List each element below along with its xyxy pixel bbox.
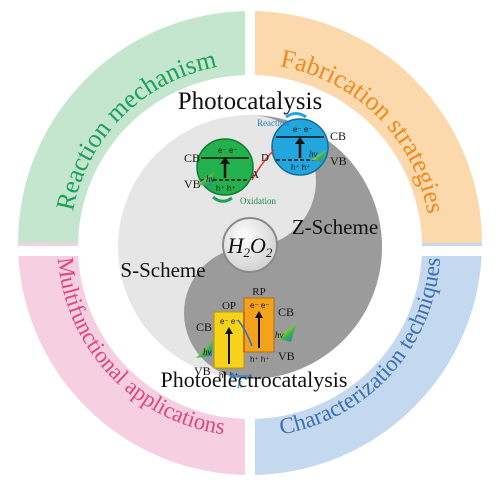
z-scheme-illustration: e⁻ e⁻ h⁺ h⁺ e⁻ e⁻ h⁺ h⁺ CB VB CB VB hv h… bbox=[184, 112, 347, 206]
s-op-label: OP bbox=[222, 300, 236, 312]
z-right-arrowhead bbox=[295, 137, 305, 144]
z-a-label: A bbox=[251, 169, 259, 181]
z-oxidation-label: Oxidation bbox=[240, 196, 276, 206]
s-left-hv: hv bbox=[203, 347, 212, 357]
s-e-field-arrowhead bbox=[229, 373, 234, 379]
title-photocatalysis: Photocatalysis bbox=[178, 88, 322, 115]
s-recombination-arrow bbox=[237, 319, 253, 347]
z-left-arrowhead bbox=[220, 157, 230, 164]
label-s-scheme: S-Scheme bbox=[120, 258, 205, 282]
z-right-hv: hv bbox=[309, 149, 318, 159]
s-left-vb-label: VB bbox=[194, 364, 211, 378]
s-left-electrons: e⁻ e⁻ bbox=[220, 317, 240, 326]
z-right-cb-label: CB bbox=[330, 129, 346, 143]
s-right-vb-label: VB bbox=[278, 349, 295, 363]
z-oxidation-arrow bbox=[212, 195, 233, 203]
z-d-label: D bbox=[261, 152, 269, 164]
s-right-electrons: e⁻ e⁻ bbox=[250, 301, 270, 310]
s-right-cb-label: CB bbox=[278, 305, 294, 319]
label-z-scheme: Z-Scheme bbox=[292, 215, 378, 239]
s-interface-lines bbox=[243, 312, 245, 352]
s-rp-label: RP bbox=[252, 286, 265, 298]
z-left-holes: h⁺ h⁺ bbox=[216, 184, 236, 193]
center-h2o2-label: H2O2 bbox=[227, 233, 273, 260]
s-right-arrowhead bbox=[255, 311, 263, 318]
z-left-electrons: e⁻ e⁻ bbox=[218, 146, 238, 155]
s-right-hv: hv bbox=[275, 330, 284, 340]
z-right-electrons: e⁻ e⁻ bbox=[293, 125, 313, 134]
s-left-light-icon bbox=[196, 340, 213, 358]
title-photoelectrocatalysis: Photoelectrocatalysis bbox=[161, 367, 348, 392]
s-left-holes: h⁺ h⁺ bbox=[219, 371, 239, 380]
z-right-light-icon bbox=[311, 150, 326, 162]
z-left-vb-label: VB bbox=[184, 177, 201, 191]
s-right-holes: h⁺ h⁺ bbox=[250, 355, 270, 364]
z-left-hv: hv bbox=[206, 174, 215, 184]
z-right-holes: h⁺ h⁺ bbox=[291, 163, 311, 172]
z-mediator-arrow bbox=[251, 149, 275, 181]
s-left-cb-label: CB bbox=[196, 320, 212, 334]
z-left-light-icon bbox=[197, 172, 214, 186]
s-e-field-label: E bbox=[236, 380, 243, 390]
z-reaction-label: Reaction bbox=[257, 118, 289, 128]
z-reaction-arrow bbox=[285, 112, 307, 119]
s-scheme-illustration: OP RP e⁻ e⁻ e⁻ e⁻ h⁺ h⁺ h⁺ h⁺ CB VB CB V… bbox=[194, 286, 296, 390]
s-right-light-icon bbox=[276, 324, 296, 342]
s-left-arrowhead bbox=[225, 327, 233, 334]
z-right-vb-label: VB bbox=[330, 154, 347, 168]
z-left-cb-label: CB bbox=[184, 151, 200, 165]
center-h2o2-circle bbox=[222, 217, 278, 273]
